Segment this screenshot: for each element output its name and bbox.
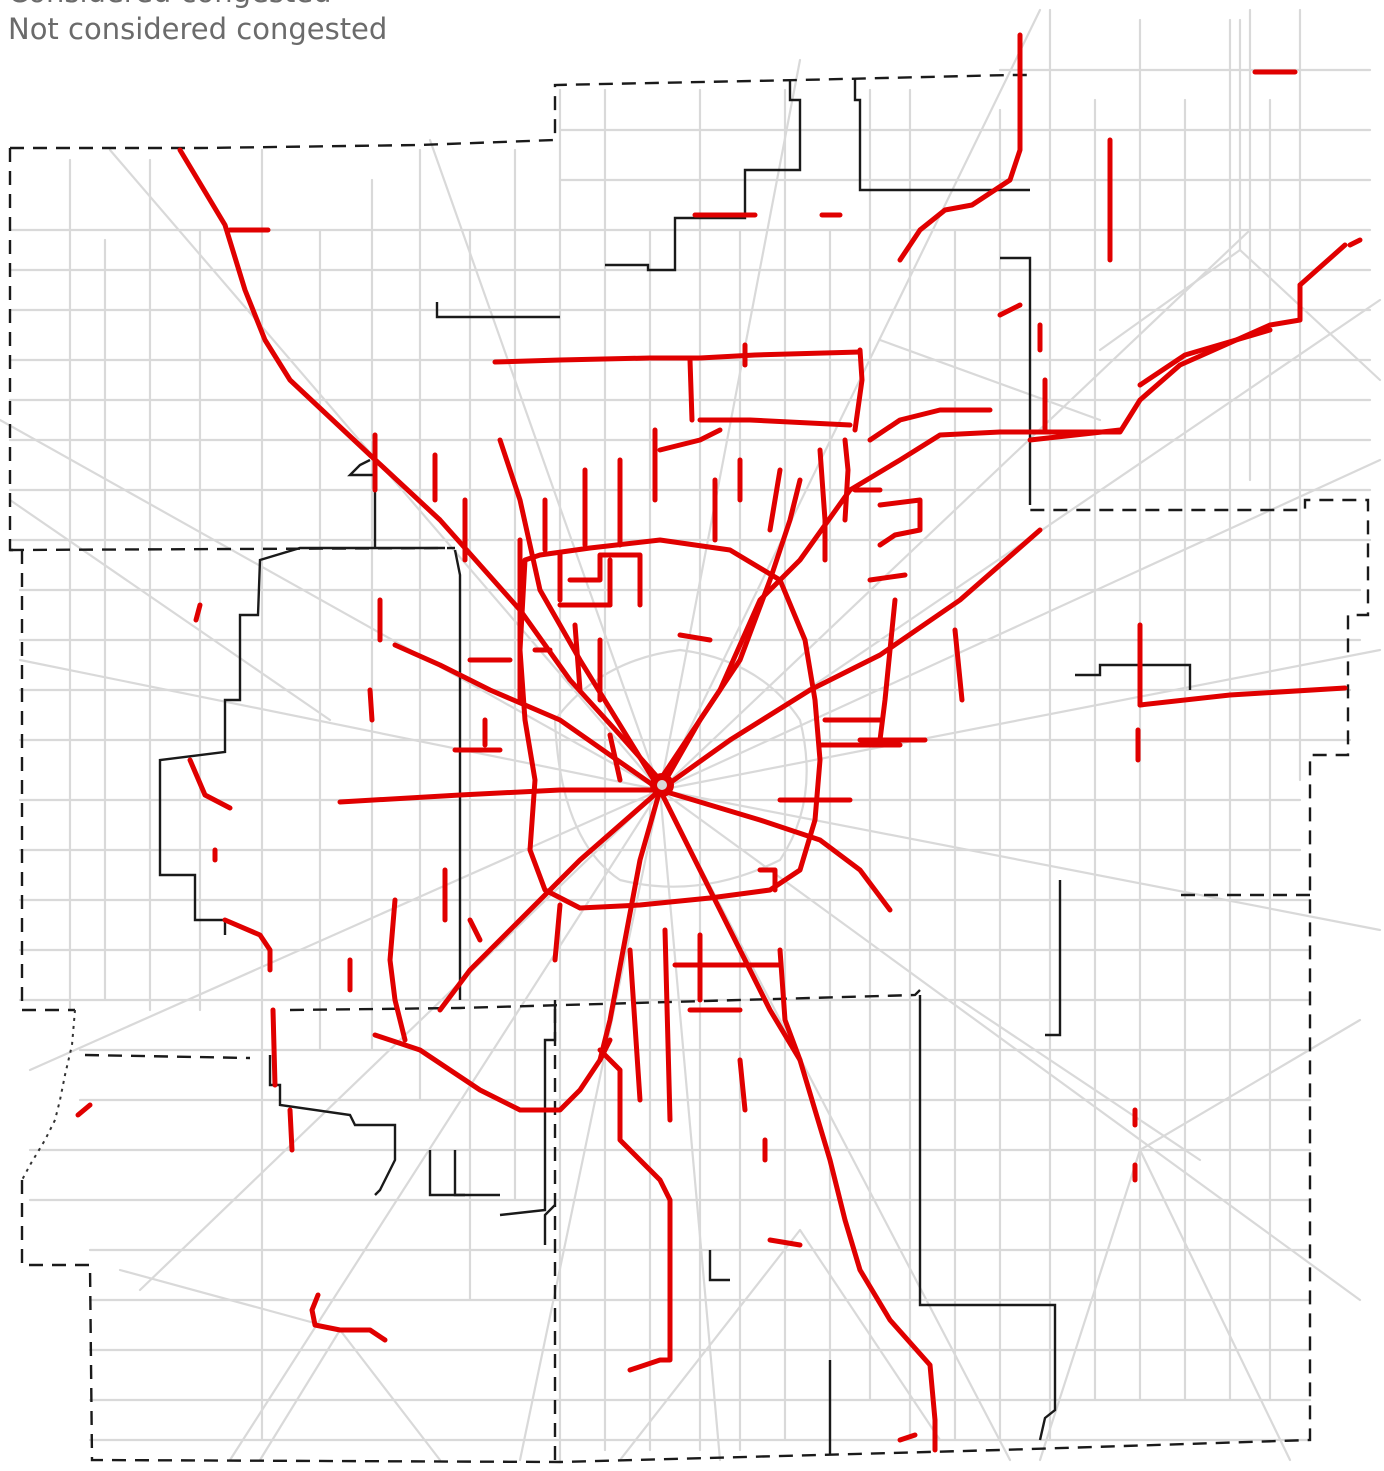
road-network bbox=[0, 8, 1382, 1462]
legend-congested-label: Considered congested bbox=[8, 0, 387, 11]
legend-not-congested-label: Not considered congested bbox=[8, 12, 388, 46]
congested-segments bbox=[75, 32, 1363, 1453]
river-line bbox=[21, 1009, 76, 1181]
county-boundaries bbox=[158, 78, 1192, 1455]
region-boundary bbox=[8, 73, 1370, 1464]
downtown-cluster bbox=[650, 773, 674, 797]
downtown-hub-center bbox=[657, 780, 667, 790]
map-legend: Considered congested Not considered cong… bbox=[8, 0, 387, 48]
